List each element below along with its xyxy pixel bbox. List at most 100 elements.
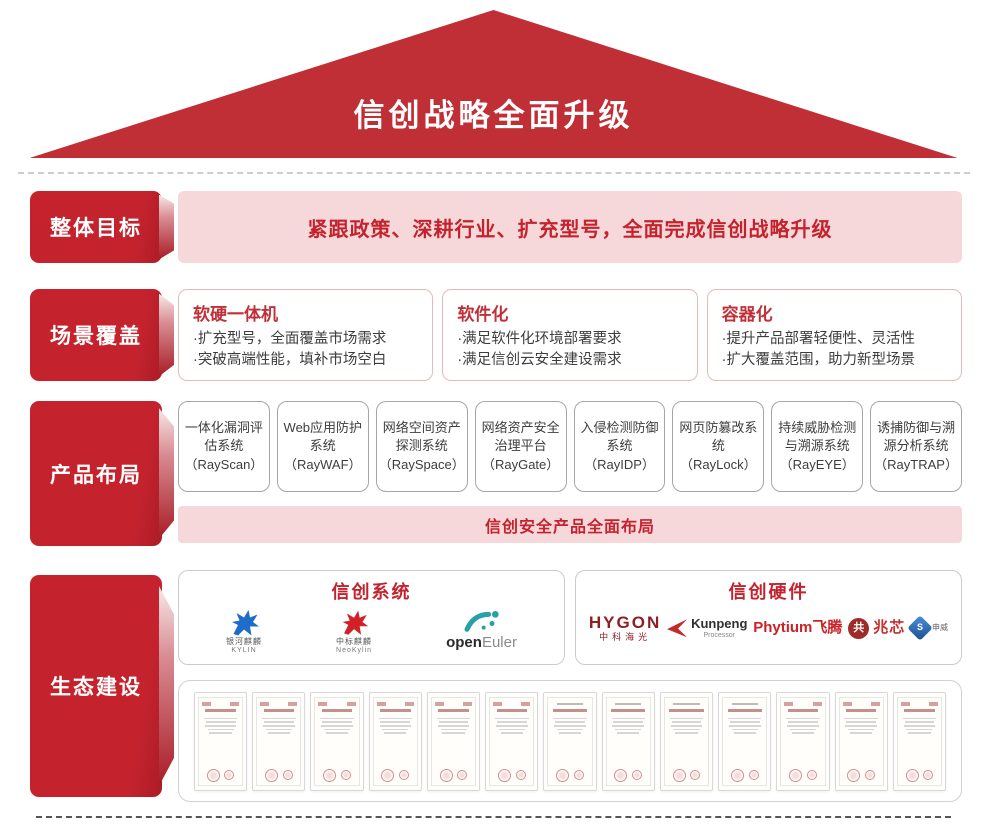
ecosystem-row: 生态建设 信创系统 银河麒麟 KYLIN 中标麒麟 NeoKylin — [30, 570, 962, 802]
kunpeng-logo-sublabel: Processor — [703, 631, 735, 639]
kunpeng-logo-label: Kunpeng — [691, 616, 748, 632]
page-title: 信创战略全面升级 — [353, 98, 634, 133]
certificate-thumbnail — [834, 691, 888, 791]
goal-banner: 紧跟政策、深耕行业、扩充型号，全面完成信创战略升级 — [178, 191, 962, 263]
certificate-seals — [260, 768, 297, 782]
hardware-logos: HYGON 中科海光 Kunpeng Processor Phytium飞腾 共… — [586, 613, 951, 643]
systems-panel: 信创系统 银河麒麟 KYLIN 中标麒麟 NeoKylin openEuler — [178, 570, 565, 665]
shenwei-logo: S 申威 — [907, 615, 949, 642]
certificate-thumbnail — [310, 691, 364, 791]
seal-icon — [439, 768, 453, 782]
product-name: Web应用防护系统（RayWAF） — [283, 420, 363, 472]
seal-icon — [556, 768, 570, 782]
seal-icon — [905, 768, 919, 782]
phytium-logo-label: Phytium飞腾 — [753, 619, 843, 637]
certificates-panel — [178, 680, 962, 802]
neokylin-logo-label: 中标麒麟 — [336, 637, 373, 646]
seal-icon — [264, 768, 278, 782]
product-box: 网络空间资产探测系统（RaySpace） — [375, 401, 468, 492]
hardware-panel-title: 信创硬件 — [728, 582, 809, 602]
certificate-seals — [551, 768, 588, 782]
scenario-bullet: ·满足软件化环境部署要求 — [457, 331, 622, 347]
certificate-seals — [726, 768, 763, 782]
zhaoxin-logo-icon: 共 — [848, 617, 870, 639]
scenario-bullet: ·满足信创云安全建设需求 — [457, 352, 622, 369]
certificate-seals — [377, 768, 414, 782]
certificate-thumbnail — [892, 691, 947, 791]
scenario-card: 容器化 ·提升产品部署轻便性、灵活性·扩大覆盖范围，助力新型场景 — [706, 289, 962, 381]
scenario-card: 软件化 ·满足软件化环境部署要求·满足信创云安全建设需求 — [442, 289, 698, 381]
scenario-card: 软硬一体机 ·扩充型号，全面覆盖市场需求·突破高端性能，填补市场空白 — [178, 289, 434, 381]
seal-icon — [690, 770, 701, 780]
seal-icon — [224, 770, 235, 780]
product-box: 网络资产安全治理平台（RayGate） — [474, 401, 567, 492]
certificate-thumbnail — [194, 691, 248, 791]
product-name: 网络空间资产探测系统（RaySpace） — [378, 420, 465, 472]
hardware-panel: 信创硬件 HYGON 中科海光 Kunpeng Processor Phytiu… — [575, 570, 962, 665]
seal-icon — [847, 768, 861, 782]
certificate-seals — [668, 768, 705, 782]
product-name: 一体化漏洞评估系统（RayScan） — [184, 420, 264, 472]
hygon-logo: HYGON 中科海光 — [588, 613, 662, 643]
hygon-logo-label: HYGON — [588, 613, 662, 632]
seal-icon — [282, 770, 293, 780]
certificate-seals — [610, 768, 647, 782]
seal-icon — [381, 768, 395, 782]
scenario-bullet: ·突破高端性能，填补市场空白 — [193, 352, 387, 369]
product-box: 入侵检测防御系统（RayIDP） — [573, 401, 666, 492]
shenwei-logo-label: 申威 — [932, 622, 949, 632]
seal-icon — [923, 770, 934, 780]
seal-icon — [614, 768, 628, 782]
scenario-cards: 软硬一体机 ·扩充型号，全面覆盖市场需求·突破高端性能，填补市场空白 软件化 ·… — [178, 289, 962, 381]
seal-icon — [399, 770, 410, 780]
certificate-seals — [784, 768, 821, 782]
seal-icon — [457, 770, 468, 780]
product-name: 网络资产安全治理平台（RayGate） — [481, 420, 560, 472]
kunpeng-logo: Kunpeng Processor — [667, 616, 748, 639]
certificate-seals — [843, 768, 880, 782]
scenario-bullet: ·扩充型号，全面覆盖市场需求 — [193, 331, 387, 347]
product-name: 入侵检测防御系统（RayIDP） — [580, 420, 659, 472]
scenario-row: 场景覆盖 软硬一体机 ·扩充型号，全面覆盖市场需求·突破高端性能，填补市场空白 … — [30, 289, 962, 381]
hygon-logo-sublabel: 中科海光 — [599, 631, 652, 642]
certificate-seals — [493, 768, 530, 782]
top-dashed-divider — [17, 172, 970, 174]
product-box: 持续威胁检测与溯源系统（RayEYE） — [771, 401, 864, 492]
kylin-logo-sublabel: KYLIN — [231, 646, 257, 654]
shenwei-logo-icon: S — [907, 615, 933, 642]
sidebar-label-ecosystem: 生态建设 — [30, 575, 162, 797]
certificate-seals — [435, 768, 472, 782]
sidebar-label-products: 产品布局 — [30, 401, 162, 546]
seal-icon — [340, 770, 351, 780]
seal-icon — [206, 768, 220, 782]
sidebar-label-scenario: 场景覆盖 — [30, 289, 162, 381]
scenario-bullet: ·扩大覆盖范围，助力新型场景 — [721, 352, 915, 369]
seal-icon — [789, 768, 803, 782]
seal-icon — [497, 768, 511, 782]
product-box: Web应用防护系统（RayWAF） — [276, 401, 369, 492]
product-name: 网页防篡改系统（RayLock） — [679, 420, 758, 472]
neokylin-logo-sublabel: NeoKylin — [336, 646, 373, 654]
product-name: 诱捕防御与溯源分析系统（RayTRAP） — [874, 420, 958, 472]
seal-icon — [748, 770, 759, 780]
openeuler-logo-label: openEuler — [446, 634, 517, 652]
seal-icon — [806, 770, 817, 780]
phytium-logo: Phytium飞腾 — [753, 620, 842, 637]
certificate-thumbnail — [368, 691, 422, 791]
certificate-thumbnail — [776, 691, 830, 791]
product-box: 诱捕防御与溯源分析系统（RayTRAP） — [870, 401, 962, 492]
seal-icon — [515, 770, 526, 780]
roof-banner: 信创战略全面升级 — [29, 10, 958, 158]
certificate-seals — [202, 768, 239, 782]
seal-icon — [865, 770, 876, 780]
neokylin-logo: 中标麒麟 NeoKylin — [336, 607, 372, 654]
product-box: 一体化漏洞评估系统（RayScan） — [178, 401, 270, 492]
sidebar-label-goal: 整体目标 — [30, 191, 162, 263]
bottom-dashed-divider — [36, 816, 951, 818]
product-name: 持续威胁检测与溯源系统（RayEYE） — [778, 420, 857, 472]
kylin-logo: 银河麒麟 KYLIN — [226, 607, 262, 654]
scenario-card-title: 容器化 — [721, 305, 773, 324]
kylin-logo-label: 银河麒麟 — [226, 637, 263, 646]
certificate-thumbnail — [543, 691, 597, 791]
